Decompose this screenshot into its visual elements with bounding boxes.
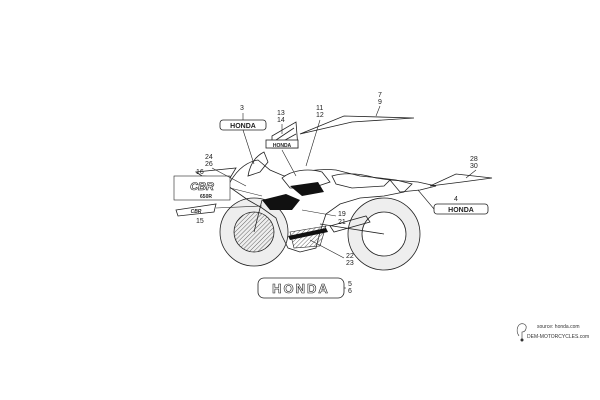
windscreen: [247, 151, 269, 177]
honda-plate-top-text: HONDA: [230, 123, 256, 130]
fairing-dark-panels: [262, 182, 328, 249]
dem-logo-icon: [516, 323, 527, 342]
callout-23: 23: [346, 260, 354, 267]
cbr-logo-text: CBR: [190, 181, 214, 193]
decal-honda-plate-top: HONDA: [219, 119, 267, 131]
wing-base-text: HONDA: [273, 143, 292, 149]
callout-7: 7: [378, 92, 382, 99]
callout-6: 6: [348, 288, 352, 295]
callout-19: 19: [338, 211, 346, 218]
callout-9: 9: [378, 99, 382, 106]
decal-side-badge: CBR: [175, 203, 217, 217]
side-badge-text: CBR: [191, 209, 202, 215]
decal-tail-stripe: [299, 115, 415, 135]
callout-4: 4: [454, 196, 458, 203]
callout-24: 24: [205, 154, 213, 161]
decal-honda-tail: HONDA: [433, 203, 489, 215]
callout-13: 13: [277, 110, 285, 117]
decal-honda-wing: HONDA: [265, 121, 299, 149]
upper-dark-panel: [262, 194, 300, 210]
callout-12: 12: [316, 112, 324, 119]
tank-dark-panel: [290, 182, 324, 196]
decal-cbr-logo: CBR 650R: [173, 175, 231, 201]
callout-11: 11: [316, 105, 323, 112]
callout-16: 16: [196, 169, 204, 176]
honda-tail-text: HONDA: [448, 207, 474, 214]
exhaust: [329, 215, 371, 233]
callout-30: 30: [470, 163, 478, 170]
wing-base: [265, 139, 299, 149]
callout-28: 28: [470, 156, 478, 163]
lower-dark-stripe: [288, 228, 328, 240]
credit-block: source: honda.com DEM-MOTORCYCLES.com: [516, 323, 589, 342]
credit-source: source: honda.com: [537, 324, 580, 330]
decal-rear-stripe: [429, 173, 493, 187]
callout-labels: 3 13 14 11 12 7 9 24 26 16 15 19 21 22 2…: [196, 92, 478, 295]
tail-section: [389, 179, 437, 193]
front-fork: [253, 199, 263, 233]
honda-large-text: HONDA: [272, 281, 330, 296]
callout-3: 3: [240, 105, 244, 112]
fairing-outline: [227, 159, 413, 253]
callout-14: 14: [277, 117, 285, 124]
seat: [331, 173, 391, 189]
callout-21: 21: [338, 219, 346, 226]
decal-honda-large: HONDA: [257, 277, 345, 299]
side-badge-shape: [175, 203, 217, 217]
cbr-logo-box: [173, 175, 231, 201]
callout-22: 22: [346, 253, 354, 260]
motorcycle-outline: [219, 151, 437, 271]
leader-lines: [211, 105, 477, 289]
callout-5: 5: [348, 281, 352, 288]
cbr-logo-subtext: 650R: [200, 194, 212, 200]
credit-site: DEM-MOTORCYCLES.com: [527, 334, 589, 340]
callout-15: 15: [196, 218, 204, 225]
callout-26: 26: [205, 161, 213, 168]
